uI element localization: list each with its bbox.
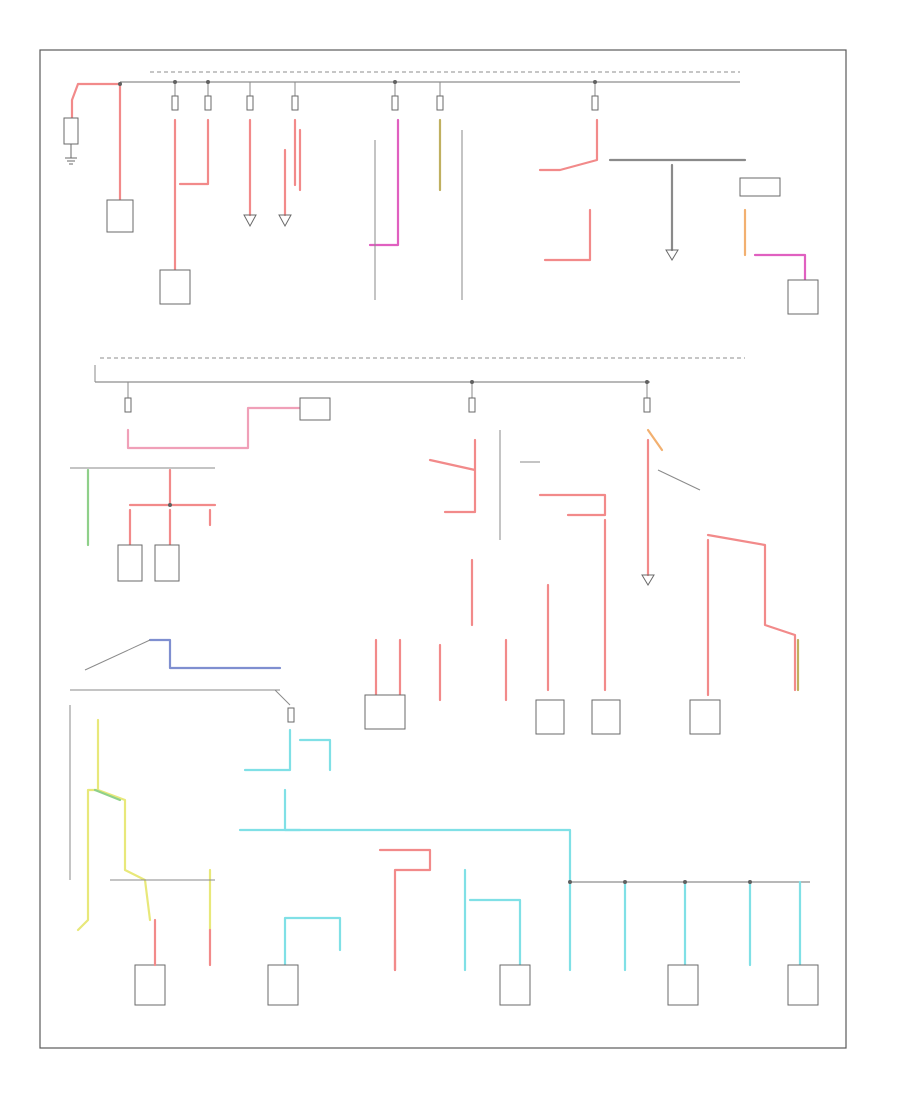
fuse [291,95,299,111]
fuse-column-4 [538,82,819,315]
component-box-11 [364,694,406,730]
ground [665,249,679,261]
bottom-section [69,638,819,1006]
component-box-14 [499,964,531,1006]
fuse-column-1 [159,82,212,305]
component-box-8 [154,544,180,582]
fuse-column-6 [428,382,607,692]
fuse [171,95,179,111]
component-box-16 [787,964,819,1006]
component-box-4 [787,279,819,315]
battery-cable [70,82,122,120]
diagram-frame [39,49,847,1049]
fuse-column-3 [368,82,463,300]
fuse-column-2 [243,82,302,228]
battery-ground [65,144,77,165]
battery [63,117,79,145]
component-box-3 [739,177,781,197]
ground [278,214,292,228]
fuse [468,397,476,413]
fuse [391,95,399,111]
fuse [124,397,132,413]
component-box-10 [591,699,621,735]
component-box-15 [667,964,699,1006]
blue-circuit [148,638,282,670]
fuse [591,95,599,111]
ground [243,214,257,228]
fuse-column-7 [641,382,800,735]
component-box-12 [134,964,166,1006]
middle-section [70,357,800,735]
component-box-5 [299,397,331,421]
fuse [436,95,444,111]
fuse [643,397,651,413]
junction-nodes [118,80,752,884]
yellow-circuit [76,718,212,932]
relay-block [238,689,572,972]
component-box-1 [106,199,134,233]
fuse [287,707,295,723]
ground [641,574,655,586]
component-box-7 [117,544,143,582]
top-section [63,71,819,315]
fuse [204,95,212,111]
component-box-2 [159,269,191,305]
component-box-9 [535,699,565,735]
fuse [246,95,254,111]
component-box-6 [689,699,721,735]
component-box-13 [267,964,299,1006]
fuse-column-5 [70,382,331,547]
